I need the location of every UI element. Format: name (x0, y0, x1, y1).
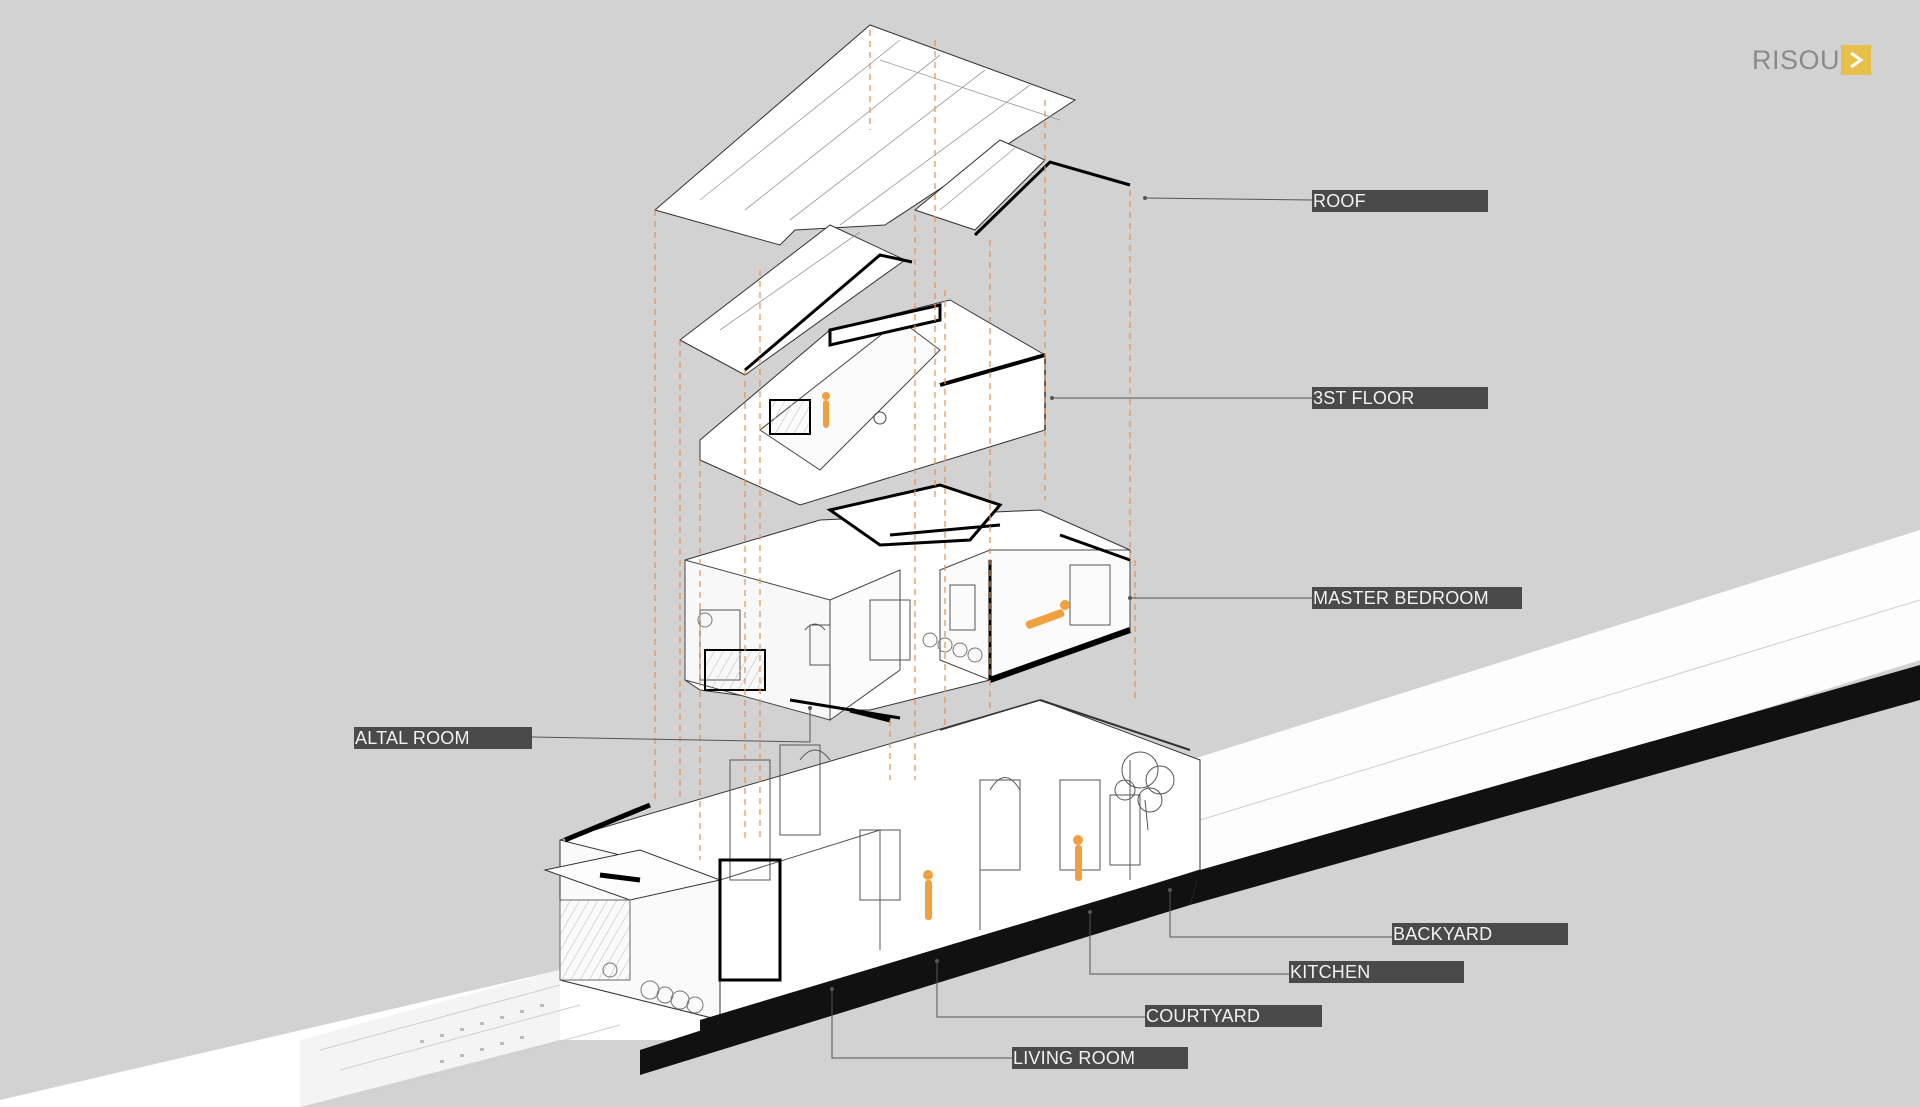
label-living-room: LIVING ROOM (1012, 1047, 1188, 1069)
label-roof: ROOF (1312, 190, 1488, 212)
leader-lines (531, 197, 1392, 1059)
projection-lines (654, 30, 1136, 860)
master-bedroom-floor (684, 483, 1132, 723)
brand-logo: RISOU (1752, 44, 1872, 76)
roof (653, 24, 1131, 376)
label-third-floor: 3ST FLOOR (1312, 387, 1488, 409)
third-floor (699, 299, 1046, 506)
brand-mark-icon (1841, 45, 1872, 75)
label-master-bedroom: MASTER BEDROOM (1312, 587, 1522, 609)
label-altal-room: ALTAL ROOM (354, 727, 532, 749)
brand-name: RISOU (1752, 44, 1841, 75)
ground-floor (543, 699, 1201, 1035)
label-courtyard: COURTYARD (1145, 1005, 1322, 1027)
label-backyard: BACKYARD (1392, 923, 1568, 945)
label-kitchen: KITCHEN (1289, 961, 1464, 983)
